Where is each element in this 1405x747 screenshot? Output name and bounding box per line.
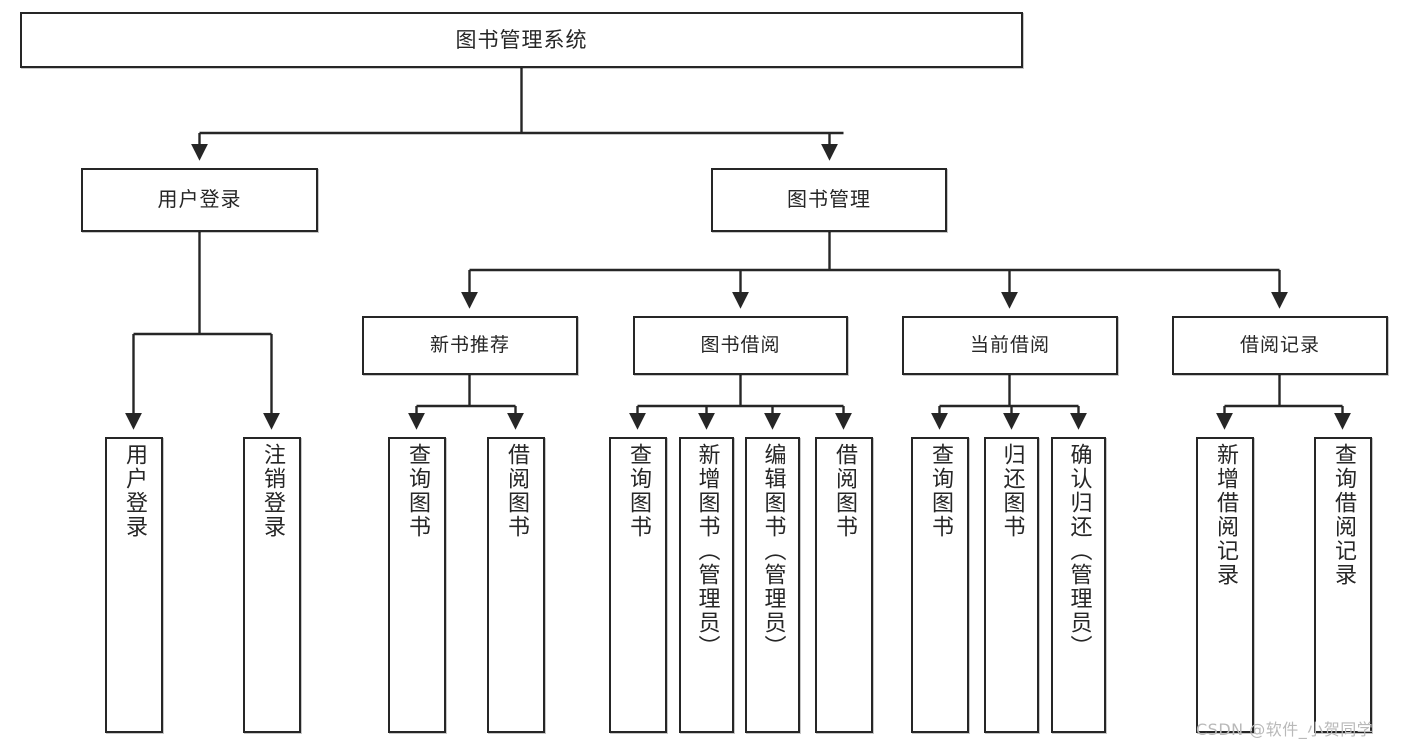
node-book-borrow-label: 图书借阅 [700, 334, 781, 357]
node-user-login-label: 用户登录 [157, 187, 242, 212]
leaf-borrow-book-recommend[interactable]: 借阅图书 [487, 437, 545, 733]
leaf-logout[interactable]: 注销登录 [243, 437, 301, 733]
node-root[interactable]: 图书管理系统 [20, 12, 1023, 68]
leaf-add-borrow-record[interactable]: 新增借阅记录 [1196, 437, 1254, 733]
edges-new-books [408, 375, 524, 430]
node-book-management[interactable]: 图书管理 [711, 168, 947, 232]
leaf-confirm-return-admin-label: 确认归还（管理员） [1066, 443, 1092, 659]
leaf-return-book[interactable]: 归还图书 [984, 437, 1039, 733]
node-user-login[interactable]: 用户登录 [81, 168, 318, 232]
leaf-query-book-current[interactable]: 查询图书 [911, 437, 969, 733]
leaf-add-book-admin[interactable]: 新增图书（管理员） [679, 437, 734, 733]
leaf-logout-label: 注销登录 [260, 443, 285, 539]
leaf-edit-book-admin[interactable]: 编辑图书（管理员） [745, 437, 800, 733]
edges-borrow [629, 375, 852, 430]
leaf-edit-book-admin-label: 编辑图书（管理员） [760, 443, 786, 659]
leaf-borrow-book-label: 借阅图书 [832, 443, 857, 539]
leaf-query-borrow-record-label: 查询借阅记录 [1331, 443, 1356, 587]
leaf-user-login-label: 用户登录 [122, 443, 147, 539]
leaf-query-book-borrow[interactable]: 查询图书 [609, 437, 667, 733]
edges-current [931, 375, 1087, 430]
edges-user-login [125, 232, 280, 430]
leaf-query-book-current-label: 查询图书 [928, 443, 953, 539]
leaf-query-borrow-record[interactable]: 查询借阅记录 [1314, 437, 1372, 733]
leaf-query-book-borrow-label: 查询图书 [626, 443, 651, 539]
node-book-management-label: 图书管理 [787, 187, 871, 212]
leaf-confirm-return-admin[interactable]: 确认归还（管理员） [1051, 437, 1106, 733]
edges-book-mgmt [461, 232, 1288, 309]
node-new-book-recommend[interactable]: 新书推荐 [362, 316, 578, 375]
node-current-borrow[interactable]: 当前借阅 [902, 316, 1118, 375]
leaf-return-book-label: 归还图书 [999, 443, 1025, 539]
node-new-book-recommend-label: 新书推荐 [429, 334, 510, 357]
leaf-query-book-recommend-label: 查询图书 [405, 443, 430, 539]
csdn-watermark: CSDN @软件_小贺同学 [1196, 720, 1374, 739]
edges-root [191, 68, 844, 161]
edges-records [1216, 375, 1351, 430]
leaf-borrow-book-recommend-label: 借阅图书 [504, 443, 529, 539]
node-borrow-records[interactable]: 借阅记录 [1172, 316, 1388, 375]
leaf-add-borrow-record-label: 新增借阅记录 [1213, 443, 1238, 587]
leaf-user-login[interactable]: 用户登录 [105, 437, 163, 733]
node-current-borrow-label: 当前借阅 [969, 334, 1050, 357]
node-root-label: 图书管理系统 [455, 27, 588, 52]
leaf-query-book-recommend[interactable]: 查询图书 [388, 437, 446, 733]
node-borrow-records-label: 借阅记录 [1239, 334, 1320, 357]
node-book-borrow[interactable]: 图书借阅 [633, 316, 848, 375]
leaf-add-book-admin-label: 新增图书（管理员） [694, 443, 720, 659]
leaf-borrow-book[interactable]: 借阅图书 [815, 437, 873, 733]
